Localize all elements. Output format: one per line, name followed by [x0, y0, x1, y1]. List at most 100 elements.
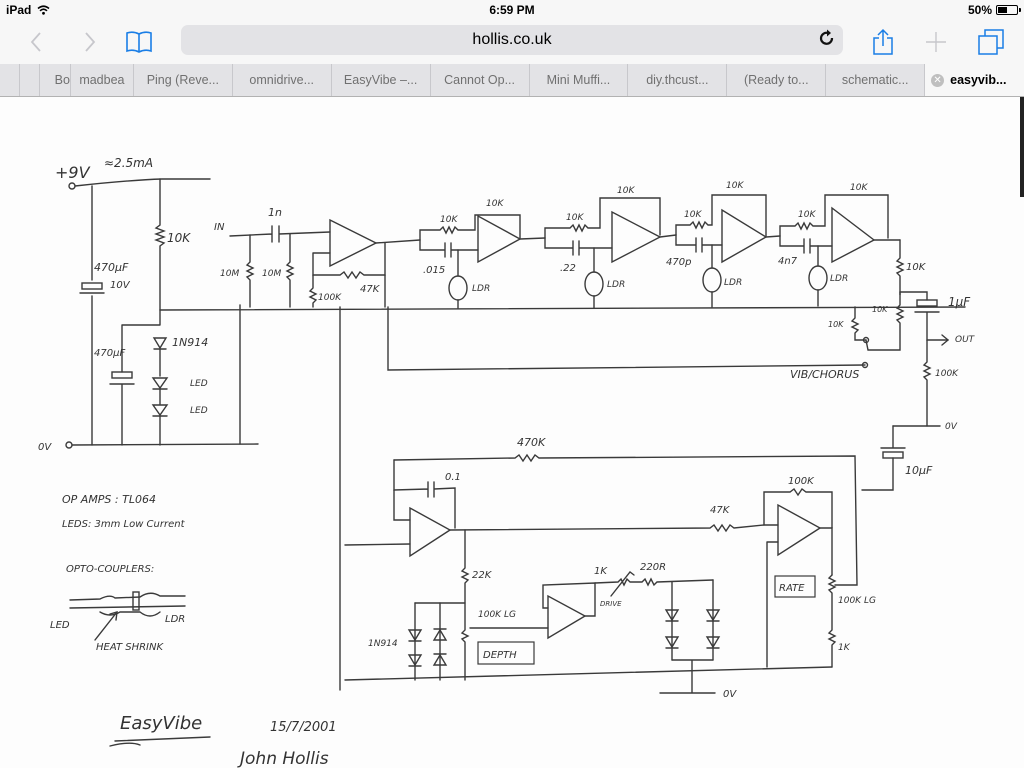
label: 1µF [948, 295, 971, 309]
lfo [344, 453, 858, 694]
tab[interactable]: Ping (Reve... [134, 64, 233, 96]
battery-icon [996, 5, 1021, 15]
switch-contact[interactable] [861, 361, 869, 369]
label: 1N914 [172, 336, 208, 349]
ldr-body [132, 591, 140, 611]
capacitor [419, 239, 479, 258]
phase-stage-1 [419, 214, 546, 309]
url-text[interactable]: hollis.co.uk [472, 31, 552, 48]
tab[interactable]: diy.thcust... [628, 64, 728, 96]
forward-button[interactable] [78, 26, 102, 58]
ldr [808, 265, 828, 291]
capacitor-1uf [916, 299, 938, 307]
tab[interactable]: EasyVibe –... [332, 64, 431, 96]
capacitor-0.1 [393, 459, 456, 529]
capacitor [111, 371, 133, 379]
label: 470K [517, 436, 546, 449]
status-time: 6:59 PM [489, 3, 535, 17]
led [151, 377, 169, 405]
label: 10K [828, 320, 844, 329]
capacitor [779, 235, 833, 254]
tab[interactable]: Cannot Op... [431, 64, 530, 96]
back-button[interactable] [24, 26, 48, 58]
label: 10K [726, 181, 744, 191]
clip-diodes [407, 629, 423, 667]
tab[interactable]: omnidrive... [233, 64, 332, 96]
ground-rail [71, 443, 259, 446]
status-left: iPad [6, 3, 50, 17]
wire [861, 457, 894, 491]
lfo-ground-rail [344, 666, 833, 681]
tabs-overview-button[interactable] [976, 26, 1006, 58]
phase-stage-2 [544, 197, 677, 309]
op-amp [329, 218, 378, 268]
input-capacitor [229, 225, 331, 243]
share-button[interactable] [872, 26, 894, 58]
label: LED [190, 406, 208, 416]
resistor-10k [865, 291, 905, 351]
chevron-right-icon [85, 32, 96, 52]
note-leds: LEDS: 3mm Low Current [62, 519, 186, 530]
label: 10M [262, 269, 281, 279]
tab[interactable]: schematic... [826, 64, 926, 96]
schematic-drawing: +9V ≈2.5mA 10K 470µF 10V 470µF 1N914 LED… [38, 156, 976, 768]
tab-active[interactable]: ✕ easyvib... [925, 64, 1024, 96]
phase-stage-3 [675, 194, 781, 308]
page-scrollbar[interactable] [1020, 97, 1024, 197]
label: 10K [850, 183, 868, 193]
tab[interactable] [20, 64, 40, 96]
label: LDR [472, 284, 490, 294]
label: 0.1 [445, 472, 461, 483]
label: 10K [617, 186, 635, 196]
switch-contact[interactable] [862, 336, 870, 344]
label: 1N914 [368, 639, 398, 649]
arrow-icon [94, 611, 118, 641]
bookmarks-button[interactable] [124, 26, 154, 58]
label: LED [190, 379, 208, 389]
wire [74, 178, 211, 187]
drive-pot-arrow[interactable] [610, 571, 635, 597]
tab[interactable]: (Ready to... [727, 64, 827, 96]
op-amp [777, 503, 822, 557]
tab[interactable] [0, 64, 20, 96]
schematic-date: 15/7/2001 [270, 720, 337, 735]
label: 10V [110, 280, 131, 291]
label: .015 [423, 265, 445, 276]
label: 470µF [94, 348, 125, 359]
label: 10K [906, 262, 927, 273]
note-opamps: OP AMPS : TL064 [62, 493, 156, 506]
rate-pot[interactable] [827, 574, 837, 668]
label-ground: 0V [38, 442, 52, 453]
label: LDR [830, 274, 848, 284]
label: 0V [945, 422, 958, 432]
label-current: ≈2.5mA [104, 156, 153, 170]
label: 100K LG [838, 596, 876, 606]
resistor-22k [460, 529, 470, 604]
resistor-470k [393, 453, 858, 586]
wifi-icon [37, 5, 50, 15]
address-bar[interactable]: hollis.co.uk [181, 25, 843, 55]
status-bar: iPad 6:59 PM 50% [0, 0, 1024, 22]
close-tab-icon[interactable]: ✕ [931, 73, 945, 87]
tab[interactable]: madbea [71, 64, 134, 96]
tab[interactable]: Bo [40, 64, 71, 96]
resistor-feedback [544, 197, 661, 239]
reload-button[interactable] [819, 29, 835, 52]
tab-label: diy.thcust... [646, 73, 709, 87]
label: LDR [724, 278, 742, 288]
label: 10M [220, 269, 239, 279]
label: 1K [594, 566, 608, 577]
new-tab-button[interactable] [924, 26, 948, 58]
wire [899, 291, 928, 301]
tab[interactable]: Mini Muffi... [530, 64, 629, 96]
label: 10K [798, 210, 816, 220]
op-amp [409, 506, 452, 558]
resistor-feedback [675, 194, 767, 237]
schematic-title: EasyVibe [120, 713, 202, 734]
label: 22K [472, 570, 493, 581]
label: 10µF [905, 464, 933, 477]
tab-label: schematic... [841, 73, 909, 87]
depth-pot[interactable] [414, 602, 470, 681]
op-amp [477, 214, 522, 264]
label: 10K [872, 305, 888, 314]
